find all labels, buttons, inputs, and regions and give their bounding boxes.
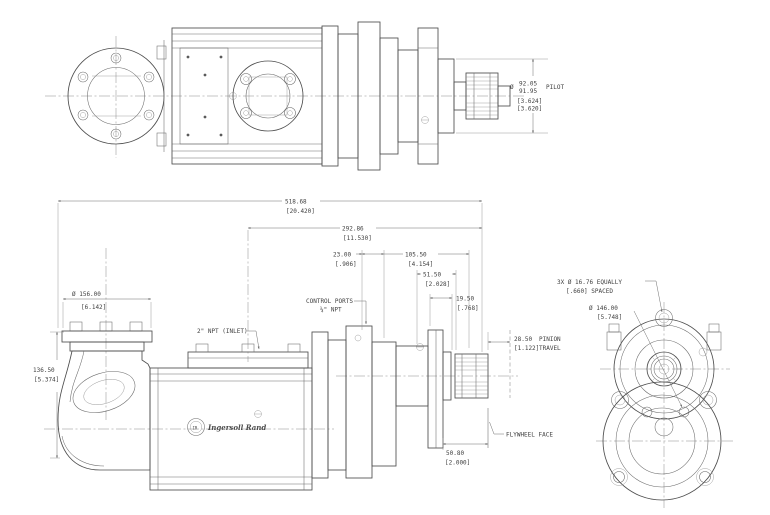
logo-name: Ingersoll Rand	[207, 423, 266, 432]
dim-23-in: [.906]	[335, 261, 357, 268]
top-view	[45, 21, 524, 171]
dim-105-mm: 105.50	[405, 252, 427, 259]
front-view-drive	[395, 329, 511, 449]
top-view-pinion	[465, 72, 511, 120]
end-view-drive-housing	[606, 309, 722, 420]
dimensions-top: Ø 92.05 91.95 PILOT [3.624] [3.620]	[456, 58, 564, 134]
end-view-pinion-spline	[646, 351, 682, 387]
dim-travel-mm: 28.50	[514, 336, 532, 343]
dim-23-mm: 23.00	[333, 252, 351, 259]
front-view-inlet-elbow	[57, 321, 153, 471]
top-view-drive-flange	[229, 60, 304, 132]
logo-roundel: IR	[193, 426, 198, 431]
label-inlet-port: 2" NPT (INLET)	[197, 328, 248, 335]
dim-bc-mm: Ø 146.00	[589, 305, 618, 312]
dim-19-mm: 19.50	[456, 296, 474, 303]
top-view-gearcase	[321, 21, 467, 171]
front-view-inlet-pad	[187, 343, 309, 369]
dim-overall-in: [20.420]	[286, 208, 315, 215]
dim-156-mm: Ø 156.00	[72, 291, 101, 298]
dim-travel-label1: PINION	[539, 336, 561, 343]
dim-pilot-in-lo: [3.620]	[517, 106, 542, 113]
dimensions-front: 518.68 [20.420] 292.86 [11.530] 23.00 [.…	[33, 199, 561, 467]
end-view	[596, 302, 734, 508]
dim-overall-mm: 518.68	[285, 199, 307, 206]
brand-logo: IR Ingersoll Rand	[187, 410, 266, 436]
end-view-motor-housing	[602, 381, 722, 501]
dim-height-in: [5.374]	[34, 377, 59, 384]
dimensions-end: 3X Ø 16.76 EQUALLY [.660] SPACED Ø 146.0…	[557, 279, 683, 408]
front-view: IR Ingersoll Rand	[44, 230, 518, 491]
dim-156-in: [6.142]	[81, 304, 106, 311]
front-view-gearcase	[311, 325, 424, 479]
dim-pilot-sym: Ø	[510, 84, 514, 91]
dim-508-in: [2.000]	[445, 460, 470, 467]
dim-bc-in: [5.748]	[597, 314, 622, 321]
front-view-motor: IR Ingersoll Rand	[149, 367, 313, 491]
dim-105-in: [4.154]	[408, 261, 433, 268]
dim-508-mm: 50.80	[446, 450, 464, 457]
dim-pilot-mm-hi: 92.05	[519, 81, 537, 88]
dim-51-in: [2.028]	[425, 281, 450, 288]
dim-19-in: [.768]	[457, 305, 479, 312]
dim-pilot-mm-lo: 91.95	[519, 88, 537, 95]
dim-holes-line1: 3X Ø 16.76 EQUALLY	[557, 279, 622, 286]
dim-travel-in: [1.122]	[514, 345, 539, 352]
dim-pilot-in-hi: [3.624]	[517, 98, 542, 105]
label-control-ports-1: CONTROL PORTS	[306, 298, 353, 305]
front-view-pinion	[454, 353, 489, 399]
dim-51-mm: 51.50	[423, 272, 441, 279]
dim-pilot-label: PILOT	[546, 84, 564, 91]
dim-292-in: [11.530]	[343, 235, 372, 242]
dim-travel-label2: TRAVEL	[539, 345, 561, 352]
label-flywheel-face: FLYWHEEL FACE	[506, 432, 553, 439]
dim-292-mm: 292.86	[342, 226, 364, 233]
label-control-ports-2: ¼" NPT	[320, 307, 342, 314]
dim-height-mm: 136.50	[33, 367, 55, 374]
dim-holes-line2: [.660] SPACED	[566, 288, 613, 295]
